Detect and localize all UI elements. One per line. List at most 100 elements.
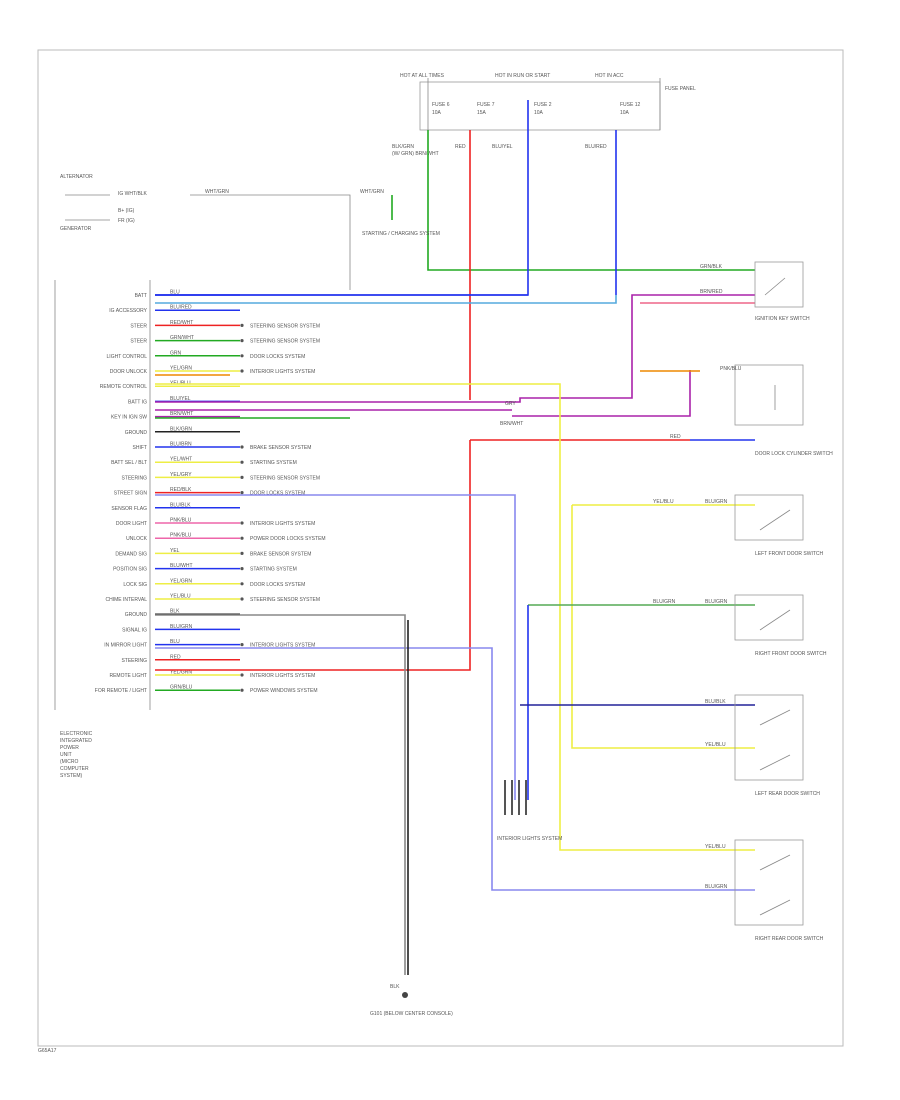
fuse-wire-blkgrn: BLK/GRN (392, 144, 414, 150)
module-pin-label: FOR REMOTE / LIGHT (95, 688, 147, 694)
module-pin-label: KEY IN IGN SW (111, 415, 147, 421)
lf-door-wire-2: BLU/GRN (705, 499, 728, 505)
fuse-feed-wires (155, 100, 755, 400)
module-pin-label: POSITION SIG (113, 567, 147, 573)
generator-wire: WHT/GRN (205, 189, 229, 195)
module-footer-7: SYSTEM) (60, 773, 83, 779)
rf-door-wire-2: BLU/GRN (705, 599, 728, 605)
brnwht-label: BRN/WHT (500, 421, 523, 427)
module-pin-connector (240, 521, 244, 525)
module-pin-wire-label: GRN (170, 350, 182, 356)
grounds-note: (W/ GRN) BRN/WHT (392, 151, 439, 157)
generator-right-wire: WHT/GRN (360, 189, 384, 195)
alternator-title: ALTERNATOR (60, 174, 93, 180)
module-pin-note: STARTING SYSTEM (250, 567, 297, 573)
fuse-2-amp: 10A (534, 110, 544, 116)
fuse-7-amp: 15A (477, 110, 487, 116)
fuse-wire-blured: BLU/RED (585, 144, 607, 150)
module-pin-connector (240, 354, 244, 358)
module-footer-4: UNIT (60, 752, 72, 758)
module-pin-wire-label: YEL/BLU (170, 594, 191, 600)
ignition-key-wire-1: GRN/BLK (700, 264, 723, 270)
lf-door-wire-1: YEL/BLU (653, 499, 674, 505)
module-pin-label: LIGHT CONTROL (107, 354, 148, 360)
rf-door-wire-1: BLU/GRN (653, 599, 676, 605)
module-pin-label: SIGNAL IG (122, 627, 147, 633)
module-pin-note: STEERING SENSOR SYSTEM (250, 323, 320, 329)
module-pin-connector (240, 536, 244, 540)
module-pin-note: STEERING SENSOR SYSTEM (250, 597, 320, 603)
module-footer-6: COMPUTER (60, 766, 89, 772)
rf-door-title: RIGHT FRONT DOOR SWITCH (755, 651, 827, 657)
module-pin-connector (240, 369, 244, 373)
door-lock-wire-2: RED (670, 434, 681, 440)
rr-door-wire-2: BLU/GRN (705, 884, 728, 890)
footer-code: G65A17 (38, 1048, 57, 1054)
module-pin-wire-label: YEL (170, 548, 180, 554)
module-pin-wire-label: BLU/WHT (170, 563, 193, 569)
module-pin-wire-label: RED/BLK (170, 487, 192, 493)
fuse-panel-label: FUSE PANEL (665, 86, 696, 92)
module-pin-wire-label: BLK/GRN (170, 426, 192, 432)
module-pin-note: DOOR LOCKS SYSTEM (250, 582, 305, 588)
module-pin-wire-label: YEL/WHT (170, 457, 192, 463)
ground-wire-label: BLK (390, 984, 400, 990)
fuse-wire-bluyel: BLU/YEL (492, 144, 513, 150)
generator-line-2: B+ (IG) (118, 208, 135, 214)
module-pin-label: STREET SIGN (114, 491, 148, 497)
fuse-wire-red: RED (455, 144, 466, 150)
charging-system-label: STARTING / CHARGING SYSTEM (362, 231, 440, 237)
module-pin-wire-label: BLK (170, 609, 180, 615)
left-rear-door-switch: LEFT REAR DOOR SWITCH BLU/BLK YEL/BLU (705, 694, 820, 797)
module-pin-label: REMOTE LIGHT (109, 673, 147, 679)
ground-g101: BLK G101 (BELOW CENTER CONSOLE) (370, 984, 453, 1017)
module-pin-wire-label: GRN/WHT (170, 335, 194, 341)
generator-label: GENERATOR (60, 226, 92, 232)
module-pin-wire-label: YEL/GRY (170, 472, 192, 478)
module-pin-label: DOOR UNLOCK (110, 369, 148, 375)
module-pin-connector (240, 597, 244, 601)
module-pin-label: STEER (130, 323, 147, 329)
module-pin-connector (240, 445, 244, 449)
module-pin-label: SHIFT (133, 445, 147, 451)
module-footer-2: INTEGRATED (60, 738, 92, 744)
module-pin-label: SENSOR FLAG (111, 506, 147, 512)
right-front-door-switch: RIGHT FRONT DOOR SWITCH BLU/GRN BLU/GRN (653, 594, 827, 657)
module-pin-label: LOCK SIG (123, 582, 147, 588)
module-pin-note: DOOR LOCKS SYSTEM (250, 354, 305, 360)
module-pin-connector (240, 673, 244, 677)
lf-door-title: LEFT FRONT DOOR SWITCH (755, 551, 824, 557)
ignition-key-wire-2: BRN/RED (700, 289, 723, 295)
module-pin-wire-label: BLU/RED (170, 305, 192, 311)
fuse-12-label: FUSE 12 (620, 102, 641, 108)
module-pin-connector (240, 491, 244, 495)
fuse-6-amp: 10A (432, 110, 442, 116)
module-pin-wire-label: BLU/GRN (170, 624, 193, 630)
module-pin-note: BRAKE SENSOR SYSTEM (250, 551, 311, 557)
right-rear-door-switch: RIGHT REAR DOOR SWITCH YEL/BLU BLU/GRN (705, 839, 824, 942)
module-pin-note: INTERIOR LIGHTS SYSTEM (250, 673, 315, 679)
fuse-2-label: FUSE 2 (534, 102, 552, 108)
module-pin-label: UNLOCK (126, 536, 148, 542)
module-pin-wire-label: BLU/YEL (170, 396, 191, 402)
module-pin-label: STEER (130, 339, 147, 345)
hot-in-acc-label: HOT IN ACC (595, 73, 624, 79)
module-pin-note: BRAKE SENSOR SYSTEM (250, 445, 311, 451)
module-pin-label: GROUND (125, 612, 148, 618)
module-pin-note: INTERIOR LIGHTS SYSTEM (250, 643, 315, 649)
module-pin-connector (240, 643, 244, 647)
module-pin-note: STARTING SYSTEM (250, 460, 297, 466)
module-pin-connector (240, 688, 244, 692)
module-pin-note: DOOR LOCKS SYSTEM (250, 491, 305, 497)
module-pin-wire-label: YEL/GRN (170, 366, 192, 372)
fuse-6-label: FUSE 6 (432, 102, 450, 108)
rr-door-wire-1: YEL/BLU (705, 844, 726, 850)
module-pin-note: INTERIOR LIGHTS SYSTEM (250, 521, 315, 527)
lr-door-wire-2: YEL/BLU (705, 742, 726, 748)
ground-title: G101 (BELOW CENTER CONSOLE) (370, 1011, 453, 1017)
module-pin-wire-label: PNK/BLU (170, 533, 192, 539)
module-pin-wire-label: GRN/BLU (170, 685, 193, 691)
module-footer-3: POWER (60, 745, 79, 751)
rr-door-title: RIGHT REAR DOOR SWITCH (755, 936, 824, 942)
